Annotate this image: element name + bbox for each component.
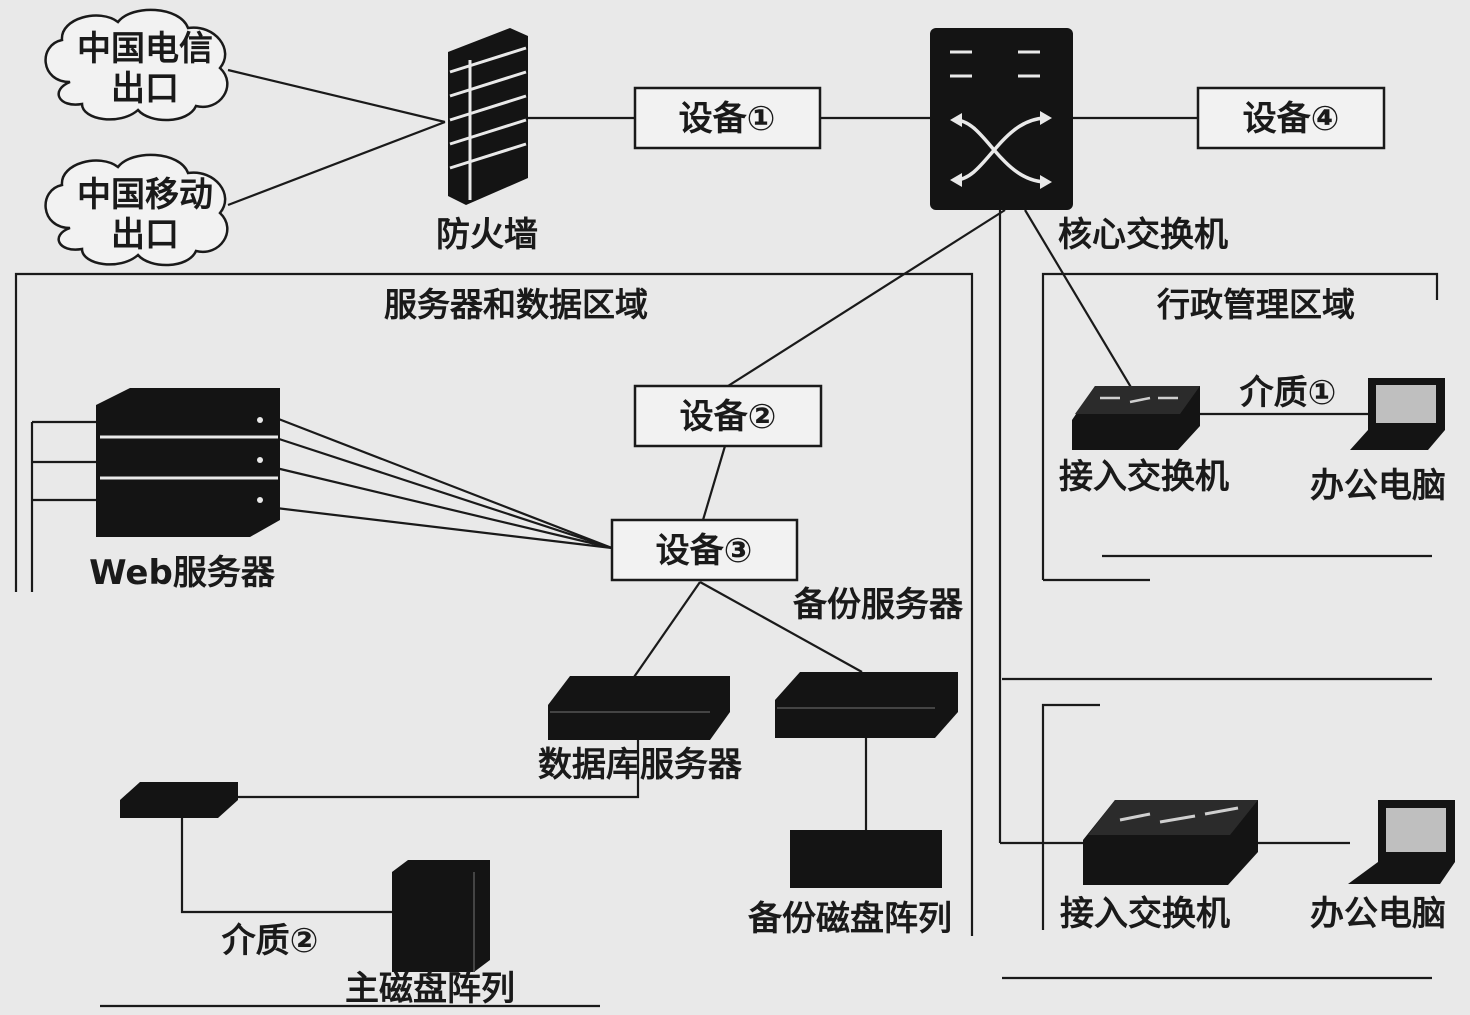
line-web-device3-c xyxy=(275,466,613,550)
database-server: 数据库服务器 xyxy=(538,676,743,785)
main-disk-array: 主磁盘阵列 xyxy=(345,860,515,1009)
backup-disk-array-icon xyxy=(790,830,942,888)
cloud-label-line1: 中国移动 xyxy=(77,175,213,215)
medium-1-label: 介质① xyxy=(1240,373,1337,413)
line-core-device2 xyxy=(727,209,1006,387)
cloud-shape xyxy=(44,153,229,267)
cloud-label-line2: 出口 xyxy=(111,215,179,255)
backup-disk-array-label: 备份磁盘阵列 xyxy=(748,899,952,939)
firewall-icon xyxy=(448,28,528,205)
office-pc-1-label: 办公电脑 xyxy=(1310,466,1446,506)
access-switch-1-label: 接入交换机 xyxy=(1059,457,1229,497)
line-small-switch-main-disk xyxy=(180,815,392,914)
server-zone-title: 服务器和数据区域 xyxy=(384,285,648,324)
backup-server-label: 备份服务器 xyxy=(793,585,964,625)
admin-zone-title: 行政管理区域 xyxy=(1156,285,1355,324)
core-switch-icon xyxy=(930,28,1073,210)
admin-zone2-border xyxy=(1041,703,1100,930)
line-device2-device3 xyxy=(701,445,727,521)
web-server-label: Web服务器 xyxy=(89,553,276,593)
office-pc-2-label: 办公电脑 xyxy=(1310,894,1446,934)
connections xyxy=(30,68,1368,914)
device-2-box xyxy=(633,384,823,448)
laptop-icon xyxy=(1350,378,1445,450)
line-db-small-switch xyxy=(238,738,640,799)
core-switch: 核心交换机 xyxy=(930,28,1228,255)
line-web-device3-a xyxy=(275,416,613,550)
cloud-shape xyxy=(44,8,229,122)
firewall: 防火墙 xyxy=(436,28,538,255)
line-telecom-firewall xyxy=(227,68,446,124)
office-pc-1: 办公电脑 xyxy=(1310,378,1446,506)
device-3-box xyxy=(610,518,799,582)
main-disk-array-label: 主磁盘阵列 xyxy=(345,969,515,1009)
access-switch-2-label: 接入交换机 xyxy=(1060,894,1230,934)
line-web-device3-d xyxy=(275,506,613,550)
access-switch-2: 接入交换机 xyxy=(1060,800,1258,934)
access-switch-2-icon xyxy=(1083,800,1258,885)
storage-switch-icon xyxy=(120,782,238,818)
device-1: 设备① xyxy=(633,86,822,150)
cloud-label-line2: 出口 xyxy=(111,69,179,109)
device-4-label: 设备④ xyxy=(1243,99,1340,139)
web-server: Web服务器 xyxy=(89,388,280,593)
office-pc-2: 办公电脑 xyxy=(1310,800,1455,934)
access-switch-1: 接入交换机 xyxy=(1059,386,1229,497)
backup-server: 备份服务器 xyxy=(775,585,964,738)
cloud-label-line1: 中国电信 xyxy=(77,29,213,69)
line-web-device3-b xyxy=(275,436,613,550)
line-core-access1 xyxy=(1024,209,1136,395)
backup-disk-array: 备份磁盘阵列 xyxy=(748,830,952,939)
device-2: 设备② xyxy=(633,384,823,448)
device-1-label: 设备① xyxy=(679,99,776,139)
device-4-box xyxy=(1196,86,1386,150)
line-device3-db xyxy=(631,581,701,681)
device-3-label: 设备③ xyxy=(656,531,753,571)
backup-server-icon xyxy=(775,672,958,738)
database-server-label: 数据库服务器 xyxy=(538,745,743,785)
cloud-china-mobile: 中国移动 出口 xyxy=(44,153,229,267)
device-3: 设备③ xyxy=(610,518,799,582)
zone-borders xyxy=(14,272,1439,1008)
firewall-label: 防火墙 xyxy=(436,215,538,255)
line-mobile-firewall xyxy=(227,120,446,207)
medium-2-label: 介质② xyxy=(222,921,319,961)
server-zone-border xyxy=(14,272,974,936)
line-device3-backup xyxy=(699,581,863,673)
access-switch-1-icon xyxy=(1072,386,1200,450)
web-server-icon xyxy=(96,388,280,537)
laptop-icon xyxy=(1348,800,1455,884)
main-disk-array-icon xyxy=(392,860,490,972)
cloud-china-telecom: 中国电信 出口 xyxy=(44,8,229,122)
admin-zone-border-top xyxy=(1041,272,1439,580)
device-2-label: 设备② xyxy=(680,397,777,437)
device-1-box xyxy=(633,86,822,150)
database-server-icon xyxy=(548,676,730,740)
storage-switch xyxy=(120,782,238,818)
core-switch-label: 核心交换机 xyxy=(1058,215,1228,255)
device-4: 设备④ xyxy=(1196,86,1386,150)
